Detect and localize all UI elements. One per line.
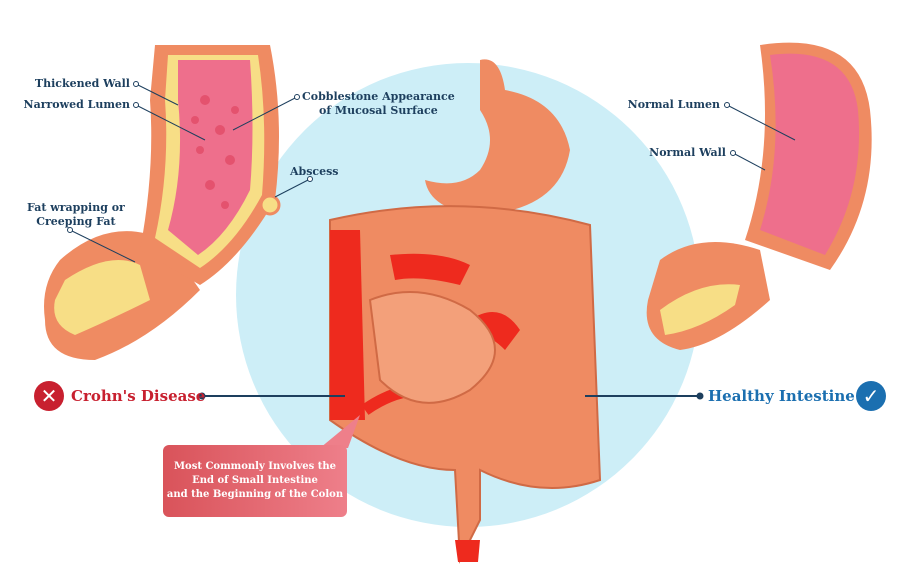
callout-line: and the Beginning of the Colon bbox=[166, 489, 344, 500]
healthy-intestine-title: Healthy Intestine bbox=[708, 387, 855, 405]
label-line: Cobblestone Appearance bbox=[302, 90, 455, 103]
callout-box: Most Commonly Involves the End of Small … bbox=[163, 445, 347, 517]
label-line: Creeping Fat bbox=[36, 215, 116, 228]
callout-line: End of Small Intestine bbox=[192, 475, 318, 486]
label-abscess: Abscess bbox=[290, 165, 339, 178]
callout-pointer bbox=[320, 415, 360, 448]
label-line: Fat wrapping or bbox=[27, 201, 125, 214]
label-line: of Mucosal Surface bbox=[319, 104, 438, 117]
healthy-intestine-section bbox=[646, 42, 872, 350]
callout-line: Most Commonly Involves the bbox=[173, 461, 337, 472]
diseased-intestine-section bbox=[44, 45, 281, 360]
x-circle-icon: ✕ bbox=[34, 381, 64, 411]
label-narrowed-lumen: Narrowed Lumen bbox=[23, 98, 130, 111]
label-thickened-wall: Thickened Wall bbox=[34, 77, 130, 90]
label-normal-lumen: Normal Lumen bbox=[627, 98, 720, 111]
check-circle-icon: ✓ bbox=[856, 381, 886, 411]
digestive-tract bbox=[329, 59, 602, 564]
abscess-shape bbox=[259, 194, 281, 216]
leader-lines bbox=[67, 81, 796, 400]
label-fat-wrapping: Fat wrapping or Creeping Fat bbox=[27, 201, 125, 229]
crohns-disease-title: Crohn's Disease bbox=[71, 387, 206, 405]
label-normal-wall: Normal Wall bbox=[649, 146, 726, 159]
label-cobblestone: Cobblestone Appearance of Mucosal Surfac… bbox=[302, 90, 455, 118]
